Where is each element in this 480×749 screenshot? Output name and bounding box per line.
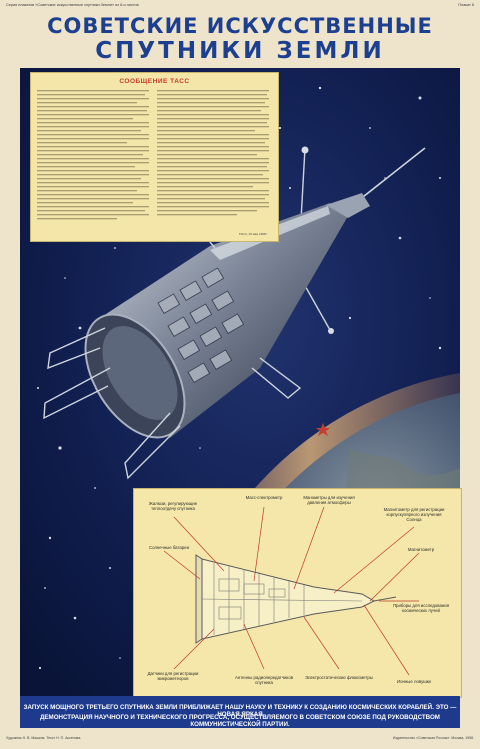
label-corpuscular-sensor: Магнитометр для регистрации корпускулярн…	[383, 507, 445, 522]
label-manometers: Манометры для изучения давления атмосфер…	[303, 495, 355, 505]
label-solar-cells: Солнечные батареи	[149, 545, 189, 550]
slogan-line1: ЗАПУСК МОЩНОГО ТРЕТЬЕГО СПУТНИКА ЗЕМЛИ П…	[23, 704, 457, 718]
label-magnetometer: Магнитометр	[407, 547, 435, 552]
poster-title-line1: СОВЕТСКИЕ ИСКУССТВЕННЫЕ	[47, 14, 433, 38]
poster-title-line2: СПУТНИКИ ЗЕМЛИ	[95, 38, 385, 64]
label-cosmic-ray-instruments: Приборы для исследования космических луч…	[392, 603, 450, 613]
tass-text-lines	[37, 90, 269, 220]
imprint: Художник Н. В. Машков. Текст Н. П. Аксен…	[6, 736, 474, 746]
tass-signature: ТАСС, 15 мая 1958 г.	[238, 232, 268, 236]
imprint-right: Издательство «Советская Россия». Москва,…	[392, 736, 474, 740]
label-louvers: Жалюзи, регулирующие теплоотдачу спутник…	[148, 501, 198, 511]
slogan-banner: ЗАПУСК МОЩНОГО ТРЕТЬЕГО СПУТНИКА ЗЕМЛИ П…	[20, 696, 460, 728]
tass-heading: СООБЩЕНИЕ ТАСС	[119, 78, 190, 85]
label-ion-traps: Ионные ловушки	[397, 679, 431, 684]
label-mass-spectrometer: Масс-спектрометр	[245, 495, 283, 500]
sheet-label: Плакат 6	[458, 3, 474, 7]
imprint-left: Художник Н. В. Машков. Текст Н. П. Аксен…	[6, 736, 82, 740]
cutaway-diagram-panel: Жалюзи, регулирующие теплоотдачу спутник…	[133, 488, 462, 698]
slogan-line2: ДЕМОНСТРАЦИЯ НАУЧНОГО И ТЕХНИЧЕСКОГО ПРО…	[40, 714, 440, 728]
label-transmitter-antennas: Антенны радиопередатчиков спутника	[234, 675, 294, 685]
series-line: Серия плакатов «Советские искусственные …	[6, 3, 139, 7]
cutaway-drawing	[163, 506, 420, 676]
tass-text-block	[37, 88, 272, 235]
label-fluxmeters: Электростатические флюксметры	[305, 675, 373, 680]
tass-report-panel: СООБЩЕНИЕ ТАСС	[30, 72, 279, 242]
header-meta: Серия плакатов «Советские искусственные …	[6, 2, 474, 10]
label-micrometeor-sensors: Датчики для регистрации микрометеоров	[147, 671, 199, 681]
